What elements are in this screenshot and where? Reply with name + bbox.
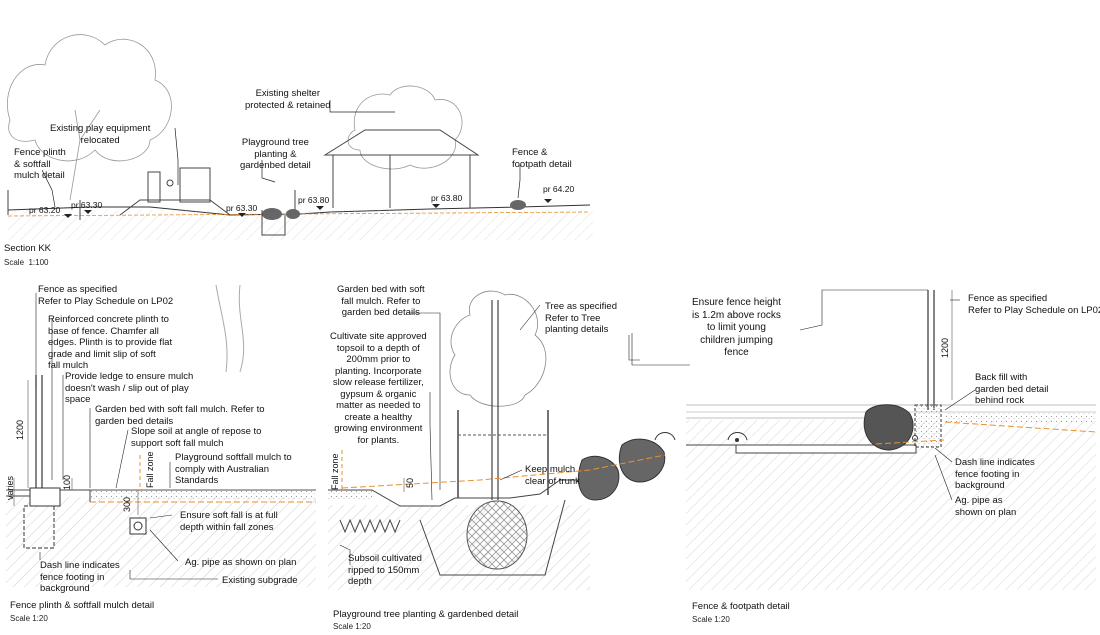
dim-varies: varies [5, 475, 15, 500]
note-subgrade: Existing subgrade [222, 575, 298, 586]
note-ledge: Provide ledge to ensure mulch doesn't wa… [65, 371, 194, 405]
note-fence: Fence as specified Refer to Play Schedul… [38, 284, 174, 307]
tree-detail-title: Playground tree planting & gardenbed det… [333, 609, 519, 620]
note-fence: Fence as specified Refer to Play Schedul… [968, 293, 1100, 316]
tree-detail-scale: Scale 1:20 [333, 622, 371, 631]
level-label: pr 63.80 [298, 195, 330, 205]
plinth-detail-title: Fence plinth & softfall mulch detail [10, 600, 155, 611]
note-backfill: Back fill with garden bed detail behind … [975, 372, 1049, 406]
play-equipment-label: Existing play equipment relocated [50, 123, 151, 146]
fall-zone-label: Fall zone [145, 451, 155, 488]
note-garden-bed-mulch: Garden bed with soft fall mulch. Refer t… [337, 284, 425, 318]
note-dash-line: Dash line indicates fence footing in bac… [955, 457, 1035, 491]
note-slope: Slope soil at angle of repose to support… [131, 426, 262, 449]
fence-detail-scale: Scale 1:20 [692, 615, 730, 624]
note-ag-pipe: Ag. pipe as shown on plan [955, 495, 1017, 518]
note-tree: Tree as specified Refer to Tree planting… [545, 301, 617, 335]
section-kk-scale: Scale 1:100 [4, 258, 49, 267]
tree-planting-detail-drawing [328, 290, 676, 590]
fence-plinth-label: Fence plinth & softfall mulch detail [14, 147, 66, 181]
note-dash-line: Dash line indicates fence footing in bac… [40, 560, 120, 594]
fence-footpath-detail-drawing [631, 289, 1097, 590]
level-label: pr 63.80 [431, 193, 463, 203]
dim-50: 50 [405, 477, 415, 488]
section-kk-drawing [7, 34, 593, 240]
note-ensure-height: Ensure fence height is 1.2m above rocks … [692, 297, 781, 358]
note-keep-mulch: Keep mulch clear of trunk [525, 464, 580, 487]
note-plinth: Reinforced concrete plinth to base of fe… [48, 314, 173, 371]
fall-zone-label: Fall zone [330, 453, 340, 490]
level-label: pr 63.20 [29, 205, 61, 215]
note-ensure-depth: Ensure soft fall is at full depth within… [180, 510, 278, 533]
note-cultivate: Cultivate site approved topsoil to a dep… [330, 331, 427, 446]
tree-planting-label: Playground tree planting & gardenbed det… [240, 137, 311, 171]
fence-plinth-detail-drawing [6, 284, 316, 587]
shelter-label: Existing shelter protected & retained [245, 88, 331, 111]
section-kk-title: Section KK [4, 243, 51, 254]
level-label: pr 63.30 [226, 203, 258, 213]
dim-300: 300 [122, 496, 132, 512]
note-garden-bed: Garden bed with soft fall mulch. Refer t… [95, 404, 265, 427]
fence-footpath-label: Fence & footpath detail [512, 147, 572, 170]
note-ag-pipe: Ag. pipe as shown on plan [185, 557, 297, 568]
level-label: pr 64.20 [543, 184, 575, 194]
note-subsoil: Subsoil cultivated ripped to 150mm depth [348, 553, 422, 587]
dim-1200: 1200 [15, 419, 25, 440]
level-label: pr 63.30 [71, 200, 103, 210]
dim-100: 100 [62, 474, 72, 490]
dim-1200: 1200 [940, 337, 950, 358]
plinth-detail-scale: Scale 1:20 [10, 614, 48, 623]
fence-detail-title: Fence & footpath detail [692, 601, 790, 612]
note-softfall: Playground softfall mulch to comply with… [175, 452, 292, 486]
